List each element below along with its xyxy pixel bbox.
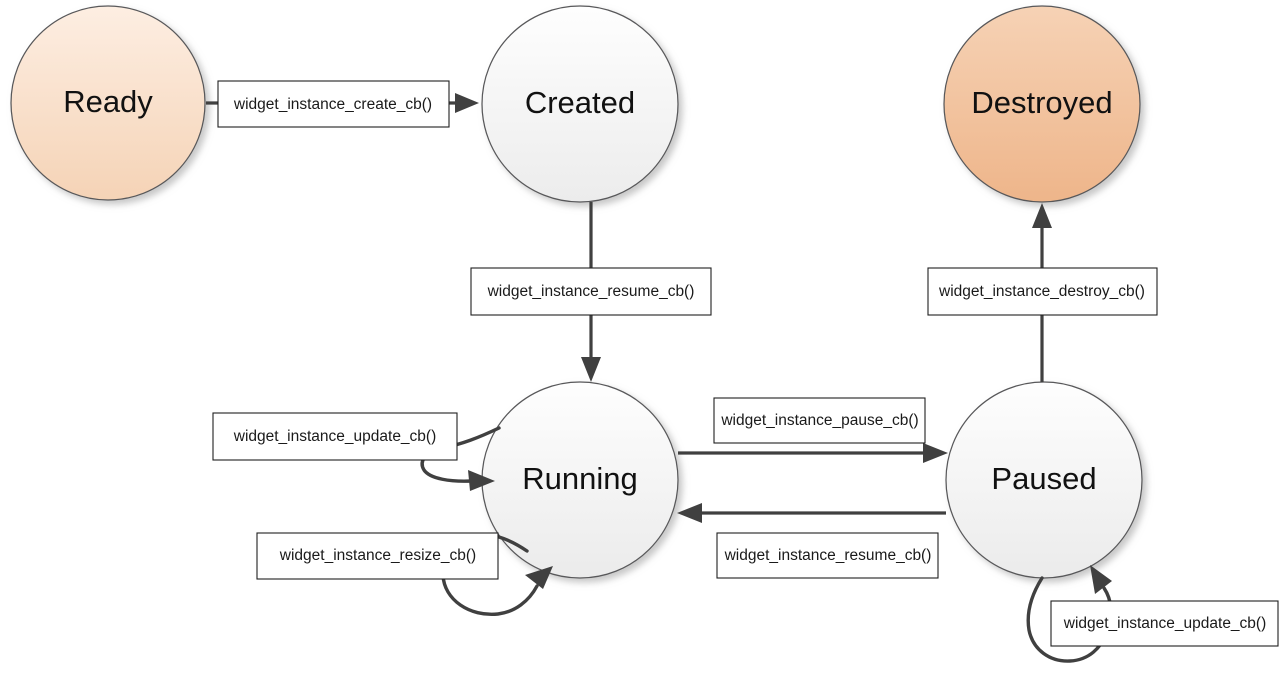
resize-running-label-box [256,532,499,580]
edge-label-update-paused[interactable]: widget_instance_update_cb() [1050,600,1279,647]
running-circle[interactable] [481,381,679,579]
update-running-arrow-head [468,470,495,491]
create-label-text: widget_instance_create_cb() [233,96,432,113]
edge-label-resize-running[interactable]: widget_instance_resize_cb() [256,532,499,580]
resume-paused-arrow-head [677,503,702,523]
resume-created-label-text: widget_instance_resume_cb() [487,283,695,300]
pause-arrow-head [923,443,948,463]
ready-circle[interactable] [10,5,206,201]
create-label-box [217,80,450,128]
pause-label-box [713,397,926,444]
state-node-paused[interactable]: Paused [945,381,1143,579]
created-circle[interactable] [481,5,679,203]
resume-paused-label-text: widget_instance_resume_cb() [724,547,932,564]
edge-label-update-running[interactable]: widget_instance_update_cb() [212,412,458,461]
destroy-label-box [927,267,1158,316]
update-paused-label-box [1050,600,1279,647]
resume-created-arrow-head [581,357,601,382]
edge-label-create[interactable]: widget_instance_create_cb() [217,80,450,128]
update-running-label-text: widget_instance_update_cb() [233,428,437,445]
transition-pause[interactable] [678,443,948,463]
create-arrow-head [455,93,479,113]
paused-circle[interactable] [945,381,1143,579]
edge-label-pause[interactable]: widget_instance_pause_cb() [713,397,926,444]
destroy-label-text: widget_instance_destroy_cb() [938,283,1145,300]
edge-label-resume-created[interactable]: widget_instance_resume_cb() [470,267,712,316]
update-paused-loop-path [1026,576,1109,663]
update-paused-label-text: widget_instance_update_cb() [1063,615,1267,632]
resume-created-label-box [470,267,712,316]
resize-running-arrow-head [525,566,553,589]
state-node-destroyed[interactable]: Destroyed [943,5,1141,203]
update-running-label-box [212,412,458,461]
state-node-running[interactable]: Running [481,381,679,579]
destroy-arrow-head [1032,203,1052,228]
resize-running-label-text: widget_instance_resize_cb() [279,547,476,564]
pause-label-text: widget_instance_pause_cb() [720,412,918,429]
state-node-created[interactable]: Created [481,5,679,203]
update-paused-arrow-head [1090,565,1112,594]
resume-paused-label-box [716,532,939,579]
edge-label-destroy[interactable]: widget_instance_destroy_cb() [927,267,1158,316]
state-node-ready[interactable]: Ready [10,5,206,201]
transition-resume-paused[interactable] [677,503,946,523]
edge-label-resume-paused[interactable]: widget_instance_resume_cb() [716,532,939,579]
destroyed-circle[interactable] [943,5,1141,203]
